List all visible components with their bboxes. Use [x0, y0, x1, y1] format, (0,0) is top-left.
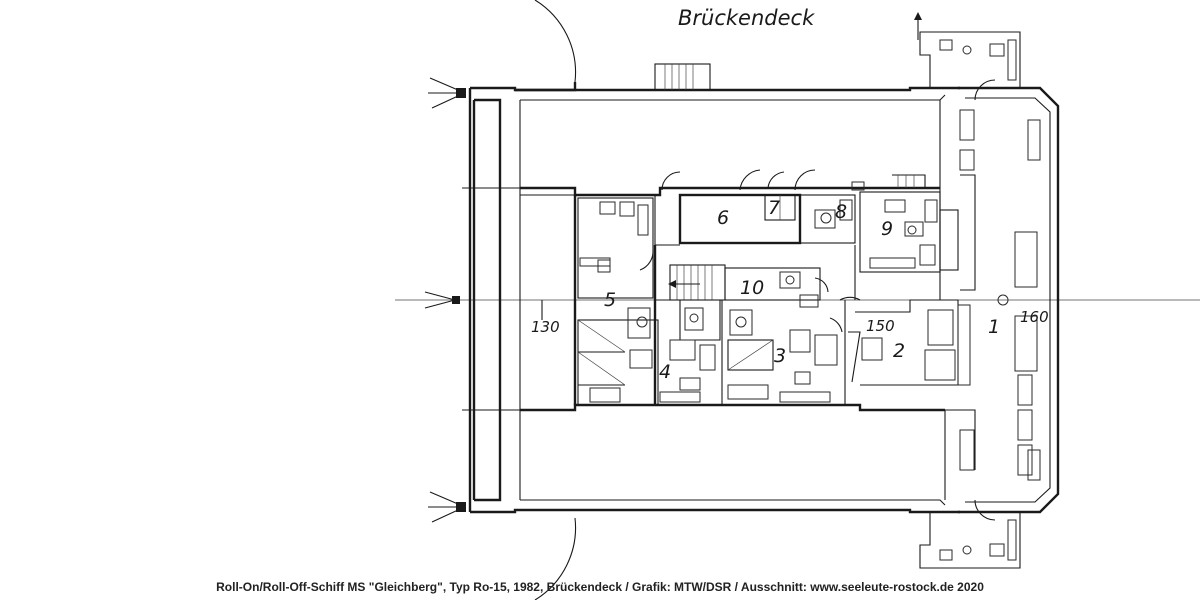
room-8	[794, 169, 856, 244]
frame-label-150: 150	[866, 317, 895, 335]
frame-label-130: 130	[531, 318, 560, 336]
direction-arrow	[914, 12, 922, 40]
drawing-title: Brückendeck	[678, 6, 815, 30]
cabin-5	[577, 197, 654, 299]
top-stair	[654, 63, 711, 91]
room-number-labels: 1 2 3 4 5 6 7 8 9 10	[604, 197, 1000, 383]
cabin-4-bath	[659, 307, 716, 403]
frame-ticks	[462, 187, 543, 411]
wing-door-swings	[534, 0, 996, 600]
floodlights	[424, 77, 466, 523]
room-label-5: 5	[604, 289, 616, 311]
inner-corridor	[653, 245, 861, 405]
bridge-wings	[919, 31, 1021, 569]
room-label-6: 6	[717, 207, 729, 229]
room-label-8: 8	[835, 201, 847, 223]
image-caption: Roll-On/Roll-Off-Schiff MS "Gleichberg",…	[216, 580, 984, 594]
room-7	[739, 169, 796, 221]
room-label-4: 4	[659, 361, 671, 383]
room-9	[851, 174, 959, 273]
room-10	[724, 267, 829, 308]
frame-number-labels: 130 150 160	[531, 308, 1049, 336]
room-label-7: 7	[768, 197, 780, 219]
stairwell	[668, 264, 726, 301]
room-label-1: 1	[988, 316, 1000, 338]
office-2	[848, 299, 971, 386]
room-label-10: 10	[740, 277, 764, 299]
room-label-2: 2	[893, 340, 905, 362]
cabin-3	[727, 309, 843, 403]
accommodation-block	[520, 186, 945, 412]
room-label-9: 9	[881, 218, 893, 240]
wheelhouse-1	[945, 109, 1041, 481]
cabin-4	[577, 307, 659, 406]
frame-label-160: 160	[1020, 308, 1049, 326]
room-label-3: 3	[774, 345, 786, 367]
